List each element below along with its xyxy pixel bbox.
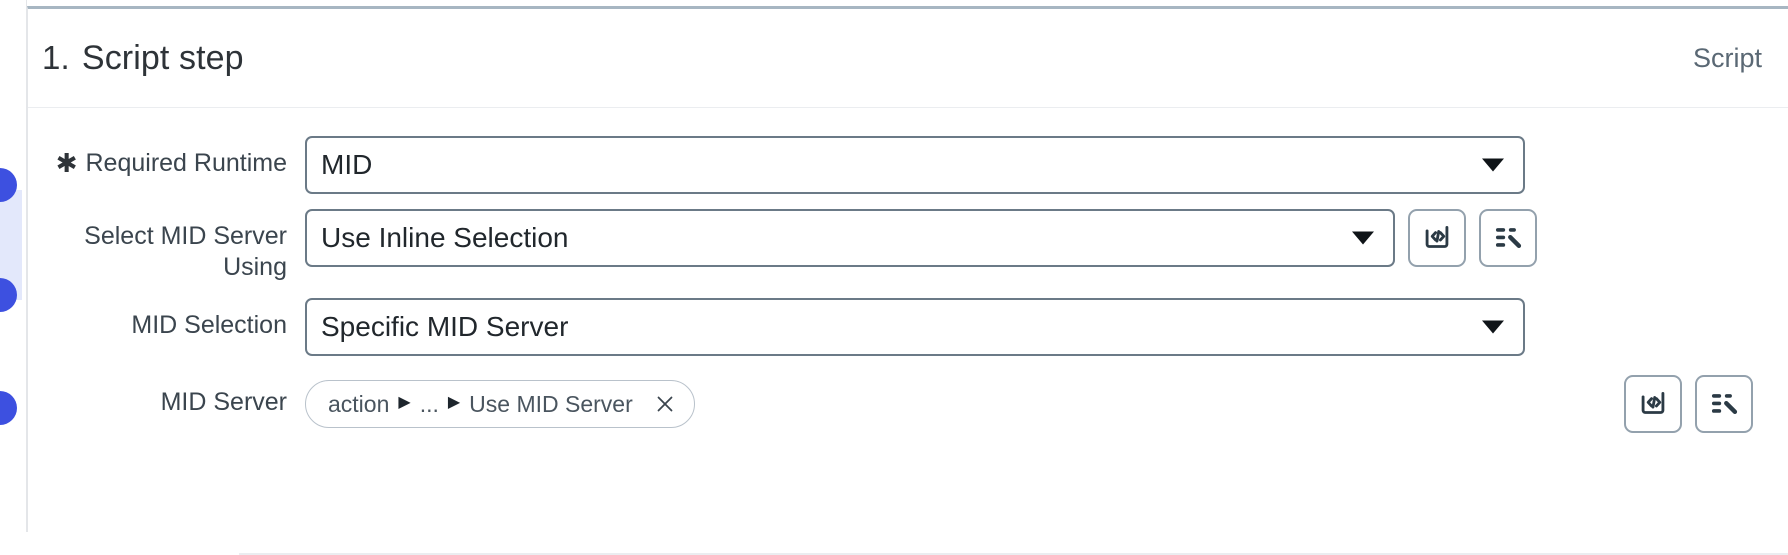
- script-step-card: 1. Script step Script { ✱ Required Runti…: [27, 6, 1788, 555]
- step-form: ✱ Required Runtime MID Select MID Server…: [28, 108, 1788, 555]
- rail-divider-line: [26, 0, 27, 532]
- label-select-mid-server-using: Select MID Server Using: [28, 209, 305, 283]
- flow-connector-rail: [0, 0, 27, 532]
- form-row-mid-selection: MID Selection Specific MID Server: [28, 298, 1788, 356]
- script-button-row2[interactable]: [1408, 209, 1466, 267]
- step-type-label: Script: [1692, 43, 1762, 73]
- data-pill-button-row2[interactable]: [1479, 209, 1537, 267]
- required-runtime-value: MID: [321, 149, 373, 180]
- step-header-right: Script {: [1693, 9, 1788, 108]
- label-text: Select MID Server Using: [84, 222, 287, 281]
- label-mid-selection: MID Selection: [28, 298, 305, 341]
- field-select-mid-server-using: Use Inline Selection: [305, 209, 1537, 267]
- code-script-icon: [1636, 387, 1670, 421]
- data-pill-wand-icon: [1491, 221, 1525, 255]
- chevron-right-icon: ▶: [447, 394, 461, 411]
- pill-crumb-3: Use MID Server: [469, 390, 633, 417]
- label-text: Required Runtime: [85, 149, 288, 177]
- data-pill-wand-icon: [1707, 387, 1741, 421]
- code-script-icon: [1420, 221, 1454, 255]
- form-row-mid-server: MID Server action ▶ ... ▶ Use MID Server: [28, 371, 1788, 433]
- rail-active-segment: [0, 190, 22, 300]
- field-mid-server: action ▶ ... ▶ Use MID Server: [305, 375, 1753, 433]
- label-text: MID Selection: [131, 311, 287, 339]
- connector-dot-2[interactable]: [0, 278, 17, 312]
- chevron-right-icon: ▶: [398, 394, 411, 411]
- label-text: MID Server: [160, 388, 287, 416]
- step-header: 1. Script step Script {: [28, 9, 1788, 108]
- required-asterisk-icon: ✱: [55, 148, 78, 178]
- mid-server-data-pill[interactable]: action ▶ ... ▶ Use MID Server: [305, 380, 695, 428]
- script-button-row4[interactable]: [1624, 375, 1682, 433]
- curly-brace-icon: {: [1784, 25, 1788, 87]
- chevron-down-icon: [1352, 231, 1374, 245]
- mid-selection-select[interactable]: Specific MID Server: [305, 298, 1525, 356]
- form-row-select-mid-server-using: Select MID Server Using Use Inline Selec…: [28, 209, 1788, 283]
- pill-crumb-2: ...: [419, 390, 439, 417]
- select-mid-server-using-select[interactable]: Use Inline Selection: [305, 209, 1395, 267]
- field-required-runtime: MID: [305, 136, 1525, 194]
- form-row-required-runtime: ✱ Required Runtime MID: [28, 136, 1788, 194]
- data-pill-button-row4[interactable]: [1695, 375, 1753, 433]
- mid-selection-value: Specific MID Server: [321, 311, 569, 342]
- pill-crumb-1: action: [328, 390, 390, 417]
- chevron-down-icon: [1482, 158, 1504, 172]
- chevron-down-icon: [1482, 320, 1504, 334]
- page-title: Script step: [81, 38, 244, 77]
- label-mid-server: MID Server: [28, 375, 305, 418]
- label-required-runtime: ✱ Required Runtime: [28, 136, 305, 179]
- connector-dot-3[interactable]: [0, 391, 17, 425]
- select-mid-server-using-value: Use Inline Selection: [321, 222, 569, 253]
- connector-dot-1[interactable]: [0, 168, 17, 202]
- required-runtime-select[interactable]: MID: [305, 136, 1525, 194]
- field-mid-selection: Specific MID Server: [305, 298, 1525, 356]
- step-number: 1.: [42, 39, 70, 76]
- close-icon[interactable]: [652, 391, 678, 417]
